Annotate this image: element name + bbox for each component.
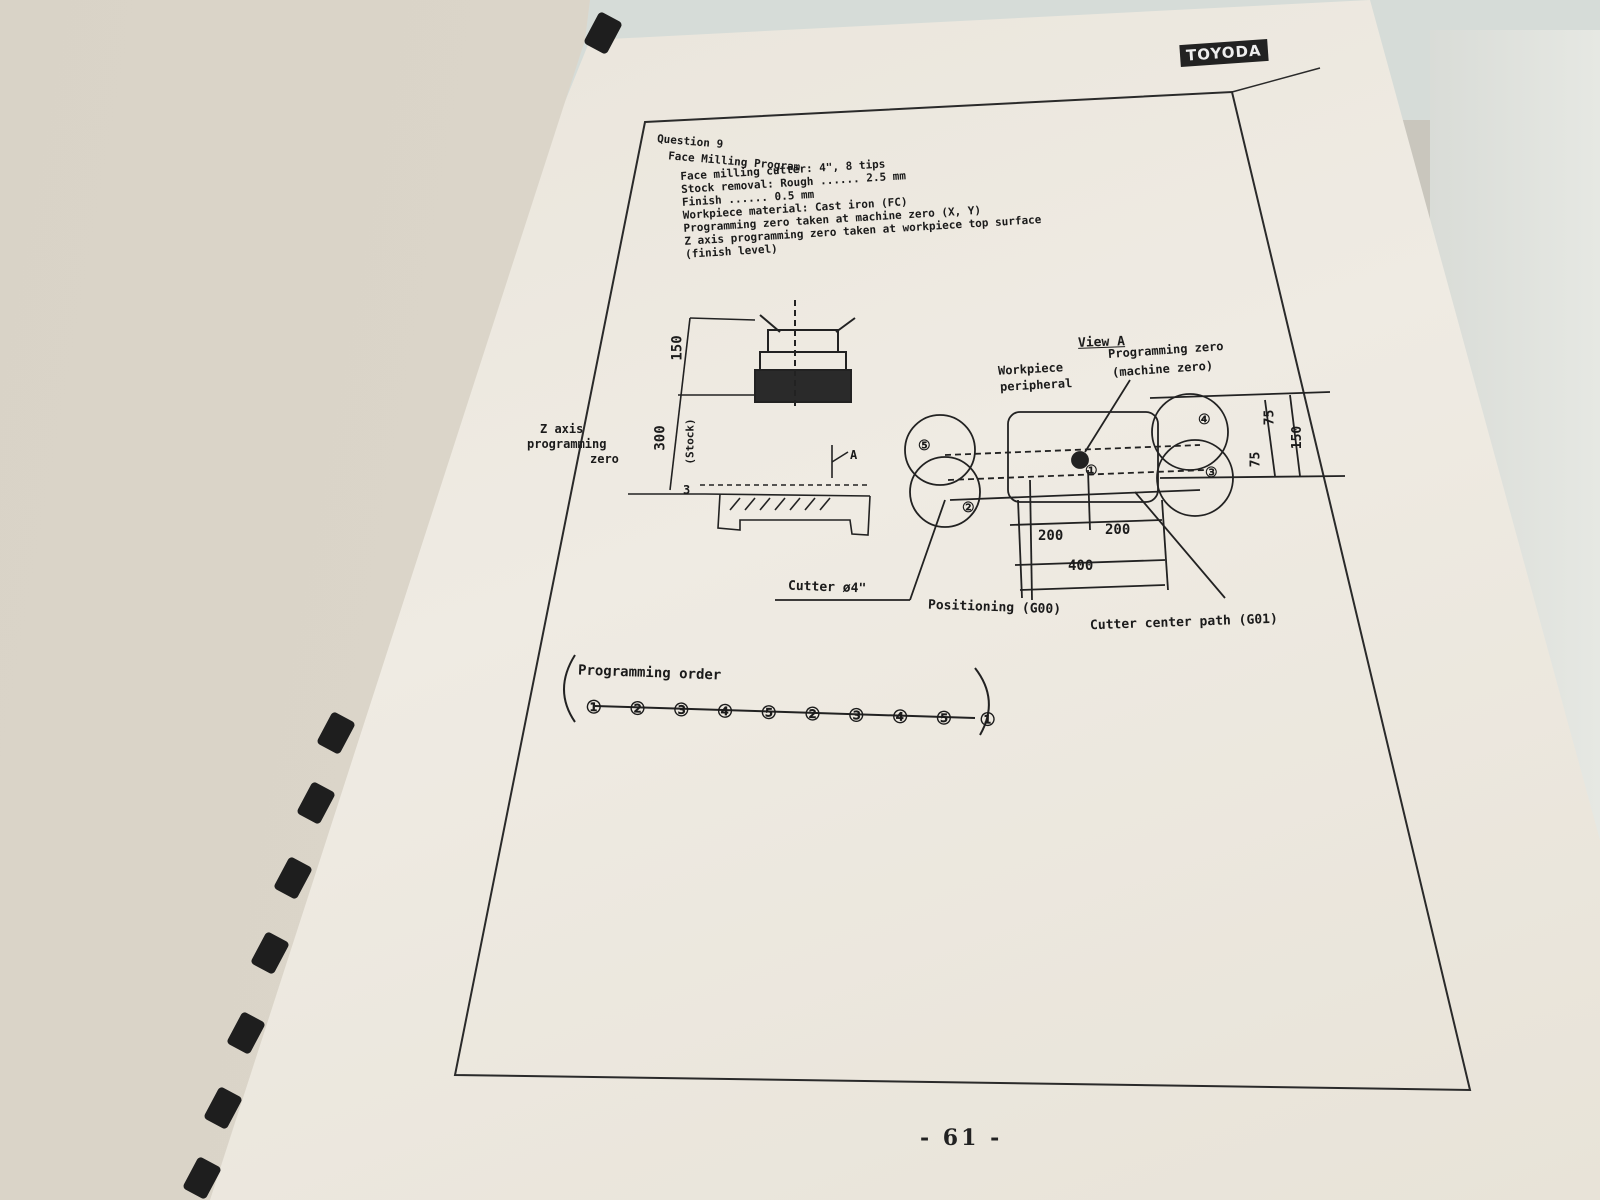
dim-base-line — [1019, 584, 1166, 591]
cutter-pos-2 — [909, 456, 981, 528]
order-step: ② — [804, 703, 821, 726]
view-arrow-head — [831, 451, 849, 463]
order-bracket-left — [563, 654, 576, 723]
marker-1: ① — [1085, 463, 1098, 479]
cutter-pos-4 — [1151, 393, 1229, 471]
dim-150-a: 150 — [1290, 425, 1306, 450]
spindle-body — [759, 351, 847, 371]
ext-left — [1017, 499, 1023, 599]
ext-bottom-150 — [1159, 475, 1346, 479]
z-axis-label: Z axis — [540, 422, 584, 436]
g00-path-mid — [947, 469, 1206, 481]
dim-75-vertical — [1264, 399, 1276, 477]
page-number: - 61 - — [920, 1125, 1003, 1151]
dim-line-vertical — [669, 317, 691, 491]
order-step: ③ — [847, 705, 865, 727]
dim-200-left: 200 — [1038, 528, 1064, 544]
side-dimensions — [628, 317, 871, 536]
dim-stock-side: (Stock) — [683, 418, 697, 465]
ext-line-top — [689, 317, 756, 321]
prog-zero-leader — [1084, 379, 1131, 453]
spindle-flare-right — [835, 317, 856, 333]
dim-400-line — [1014, 559, 1166, 566]
order-step: ① — [585, 697, 603, 719]
dim-400: 400 — [1068, 558, 1094, 574]
view-arrow-label: A — [850, 448, 858, 462]
dim-3-side: 3 — [683, 483, 691, 497]
cutter-pos-5 — [904, 414, 976, 486]
spindle-drawing — [754, 300, 856, 410]
spindle-head — [767, 329, 839, 353]
order-step: ⑤ — [760, 702, 778, 724]
view-a-drawing — [775, 379, 1346, 601]
cutter-body — [754, 369, 852, 403]
marker-2: ② — [962, 500, 975, 516]
ext-right — [1161, 499, 1169, 591]
z-axis-label: programming — [527, 437, 607, 451]
dim-75-bottom: 75 — [1248, 451, 1264, 468]
dim-150-side: 150 — [669, 335, 686, 361]
z-axis-label: zero — [590, 452, 619, 466]
ext-top-150 — [1149, 391, 1331, 399]
order-step: ④ — [716, 701, 734, 723]
order-step: ① — [979, 709, 996, 731]
marker-4: ④ — [1198, 412, 1211, 428]
marker-3: ③ — [1205, 465, 1218, 481]
cutter-label: Cutter ø4" — [787, 578, 867, 597]
ext-center — [1087, 469, 1091, 531]
cutter-leader — [909, 499, 946, 601]
workpiece-top — [704, 493, 871, 497]
g00-path-top — [944, 444, 1201, 456]
prog-zero-mark — [1071, 451, 1089, 469]
dim-300-side: 300 — [652, 425, 669, 451]
order-step: ② — [629, 698, 646, 720]
dim-200-line — [1009, 519, 1163, 526]
dim-200-right: 200 — [1105, 522, 1131, 538]
drawing-frame — [453, 90, 1472, 1092]
workpiece-profile — [717, 493, 871, 536]
spindle-flare-left — [759, 314, 781, 333]
cutter-path-leader — [1134, 491, 1226, 599]
marker-5: ⑤ — [918, 438, 931, 454]
positioning-leader — [1029, 479, 1033, 601]
header-rule — [1231, 67, 1321, 93]
order-step: ④ — [891, 706, 909, 729]
dim-75-top: 75 — [1262, 409, 1278, 426]
g01-path — [949, 489, 1201, 501]
order-step: ⑤ — [935, 708, 953, 730]
dim-150-vertical — [1289, 394, 1301, 477]
order-connector — [594, 705, 976, 719]
order-bracket-right — [974, 667, 990, 736]
workpiece-outline — [1007, 411, 1159, 503]
order-step: ③ — [672, 699, 690, 722]
